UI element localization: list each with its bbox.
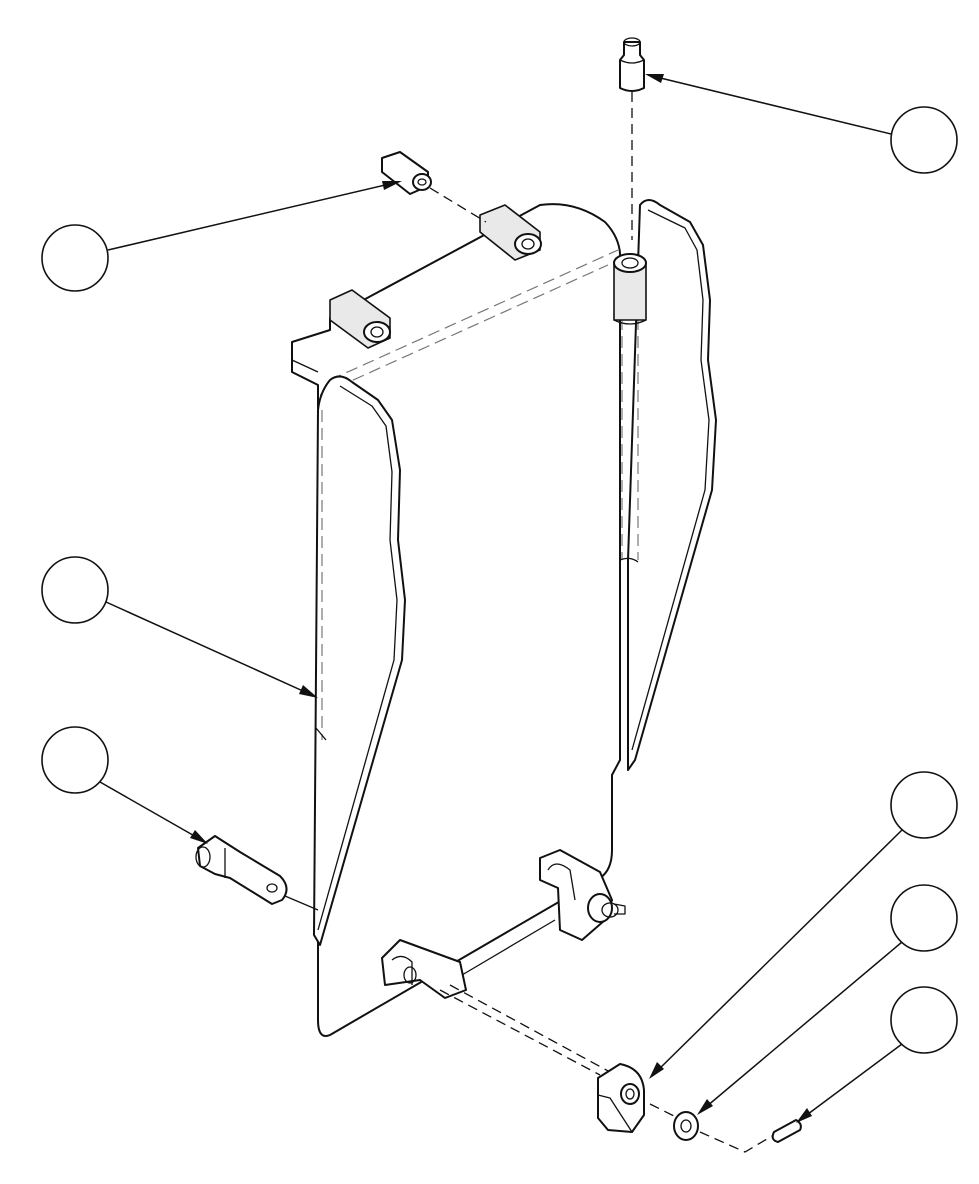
standoff-top-right <box>613 253 647 325</box>
standoff-top-middle <box>479 204 542 261</box>
balloon-clip-pin <box>796 986 958 1123</box>
left-pin <box>381 151 432 195</box>
balloon-hinge-pin <box>41 726 208 844</box>
lower-centerline-d <box>699 1131 773 1153</box>
hinge-axis-line <box>461 919 556 976</box>
balloon-washer <box>697 884 958 1115</box>
hinge-bracket-right <box>539 849 626 941</box>
right-side-plate <box>619 199 717 771</box>
balloon-side-plate <box>41 556 318 698</box>
lower-centerline-a <box>439 989 601 1076</box>
hinge-bracket-left <box>381 939 467 999</box>
balloon-pin-top <box>645 74 958 174</box>
pivot-block <box>597 1063 645 1133</box>
standoff-top-left <box>329 289 391 349</box>
hinge-pin <box>195 835 288 905</box>
left-pin-centerline <box>429 187 487 223</box>
lower-centerline-b <box>449 984 611 1073</box>
hinge-pin-axis <box>284 895 319 911</box>
lower-centerline-c <box>649 1103 683 1121</box>
top-pin <box>619 37 645 92</box>
clip-pin <box>771 1119 802 1143</box>
left-side-plate <box>313 375 406 946</box>
balloon-standoff-left <box>41 181 402 292</box>
washer <box>673 1111 699 1141</box>
balloon-block <box>649 771 958 1079</box>
